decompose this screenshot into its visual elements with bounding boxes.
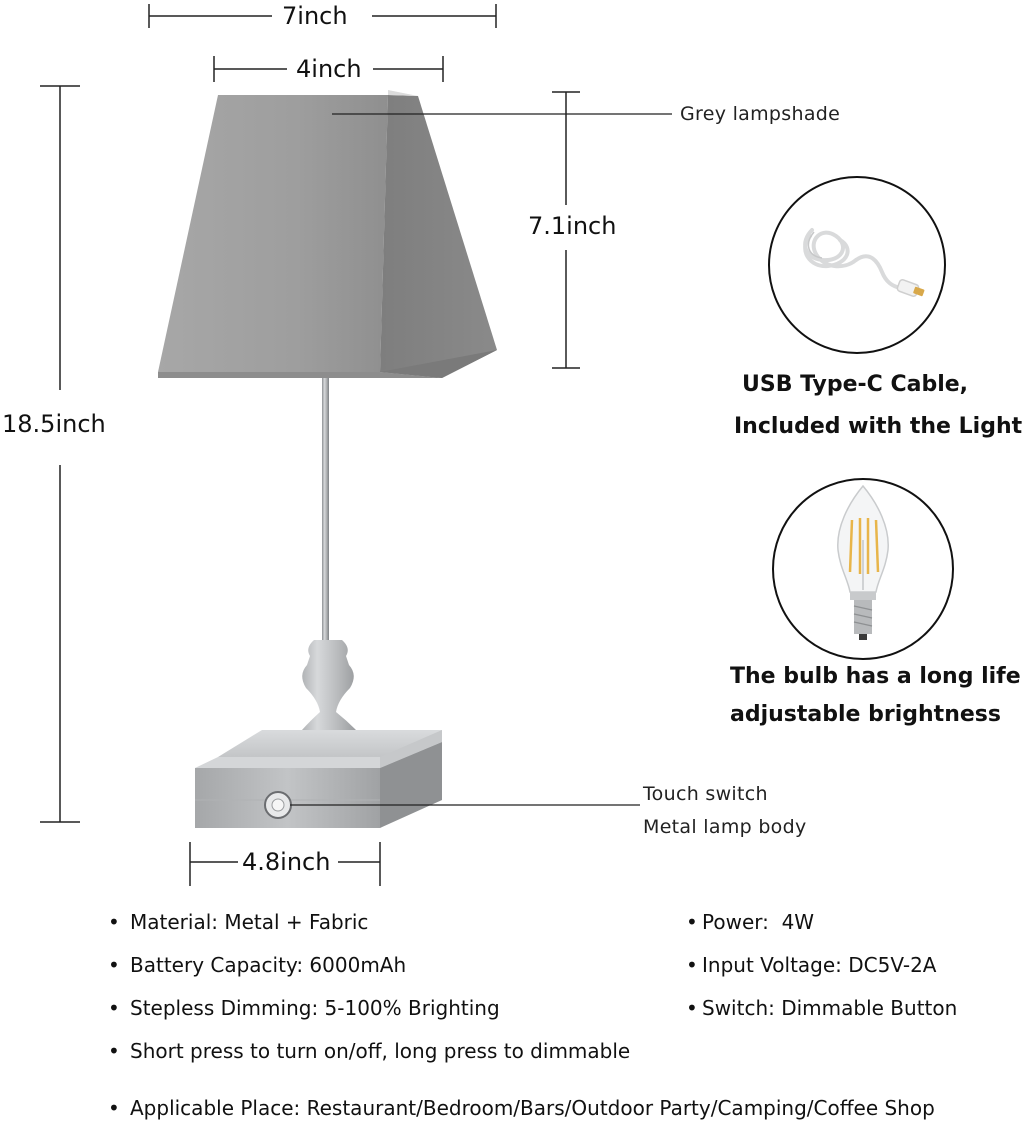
spec-input-voltage: •Input Voltage: DC5V-2A [686,953,936,977]
base-width-label: 4.8inch [240,848,333,876]
bullet-dot: • [108,953,120,977]
usb-cable-caption-line1: USB Type-C Cable, [742,372,969,397]
shade-height-label: 7.1inch [526,212,619,240]
spec-applicable-text: Applicable Place: Restaurant/Bedroom/Bar… [130,1096,935,1120]
spec-press-text: Short press to turn on/off, long press t… [130,1039,631,1063]
spec-power-text: Power: 4W [702,910,815,934]
bullet-dot: • [686,996,698,1020]
usb-cable-icon [803,228,925,297]
grey-lampshade-callout: Grey lampshade [680,103,841,125]
touch-switch-button [264,791,292,819]
usb-cable-caption-line2: Included with the Light [734,414,1023,439]
bullet-dot: • [108,1096,120,1120]
spec-dimming-text: Stepless Dimming: 5-100% Brighting [130,996,500,1020]
shade-height-dimension [552,91,580,369]
lamp-base [195,730,442,828]
spec-applicable-place: • Applicable Place: Restaurant/Bedroom/Ba… [108,1096,935,1120]
overall-height-label: 18.5inch [0,410,108,438]
spec-material: • Material: Metal + Fabric [108,910,368,934]
bullet-dot: • [108,910,120,934]
spec-switch: •Switch: Dimmable Button [686,996,957,1020]
lamp-diagram [40,4,672,886]
usb-cable-circle [768,176,946,354]
spec-material-text: Material: Metal + Fabric [130,910,369,934]
overall-height-dimension [40,85,80,823]
spec-press: • Short press to turn on/off, long press … [108,1039,630,1063]
base-width-dimension [189,842,381,886]
shade-top-width-label: 4inch [294,55,364,83]
touch-switch-callout: Touch switch [643,783,768,805]
overall-width-dimension [148,4,497,28]
bulb-circle [772,478,954,660]
bullet-dot: • [686,953,698,977]
overall-width-label: 7inch [280,2,350,30]
callout-leaders [290,113,672,806]
bullet-dot: • [686,910,698,934]
spec-switch-text: Switch: Dimmable Button [702,996,958,1020]
metal-body-callout: Metal lamp body [643,816,807,838]
spec-power: •Power: 4W [686,910,814,934]
spec-battery: • Battery Capacity: 6000mAh [108,953,406,977]
spec-dimming: • Stepless Dimming: 5-100% Brighting [108,996,500,1020]
spec-battery-text: Battery Capacity: 6000mAh [130,953,407,977]
lamp-stem [322,378,329,640]
bulb-caption-line1: The bulb has a long life and [730,664,1024,689]
lampshade [158,90,497,378]
spec-input-voltage-text: Input Voltage: DC5V-2A [702,953,937,977]
bullet-dot: • [108,996,120,1020]
bullet-dot: • [108,1039,120,1063]
shade-width-dimension [213,56,444,82]
filament-bulb-icon [837,484,889,640]
bulb-caption-line2: adjustable brightness [730,702,1001,727]
